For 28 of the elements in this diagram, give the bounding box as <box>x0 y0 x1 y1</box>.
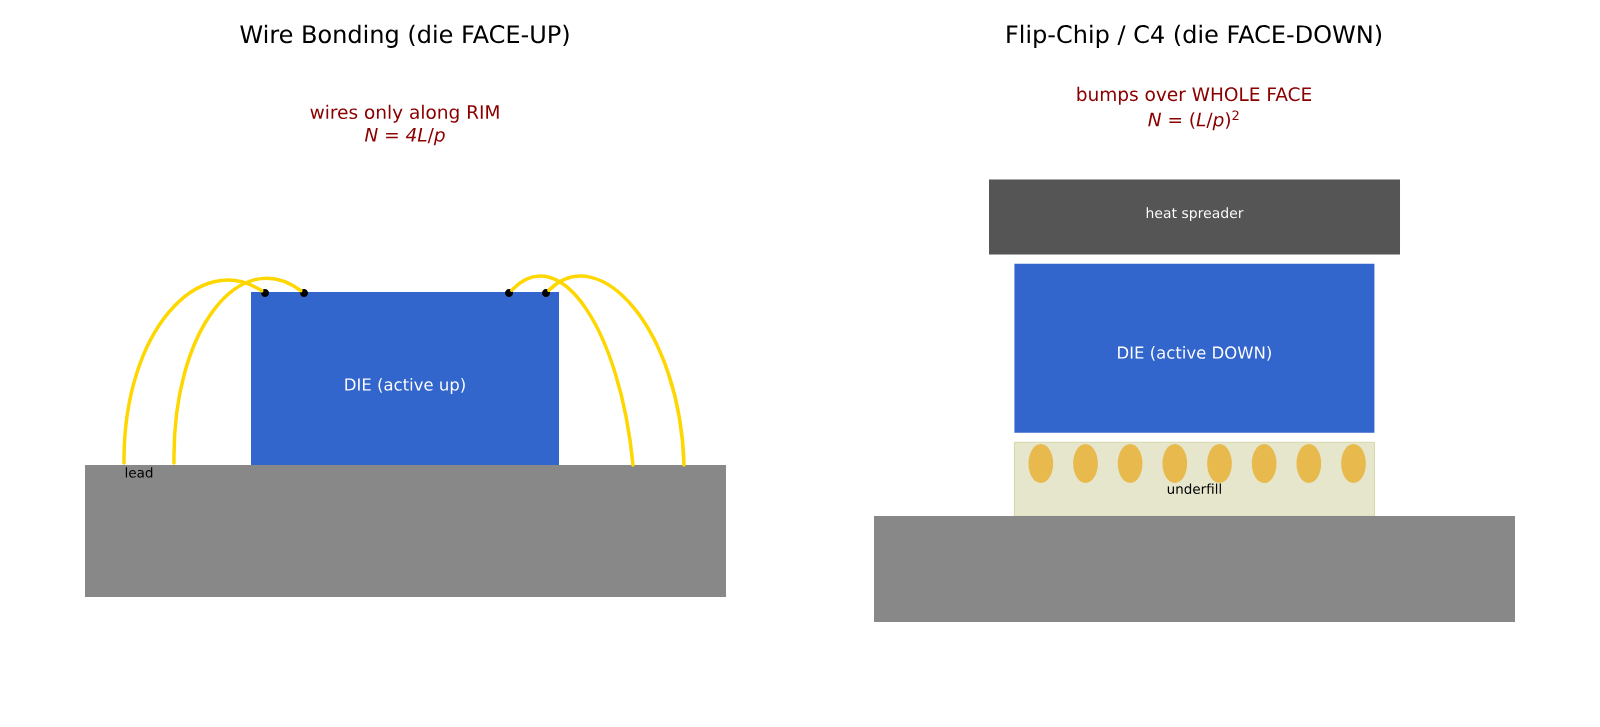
die-block: DIE (active up) <box>251 292 559 465</box>
solder-bump <box>1296 444 1322 484</box>
solder-bump <box>1341 444 1366 484</box>
solder-bump <box>1117 444 1143 484</box>
solder-bump <box>1162 444 1188 484</box>
heat-spreader-block: heat spreader <box>989 179 1400 255</box>
bond-wire <box>510 274 635 467</box>
substrate-block <box>85 465 726 597</box>
solder-bump <box>1073 444 1098 484</box>
bond-wire <box>547 274 686 467</box>
solder-bump <box>1251 444 1277 484</box>
formula-text: N = (L/p)$^{2}$ <box>1148 110 1239 131</box>
bond-pad <box>300 289 308 297</box>
die-block: DIE (active DOWN) <box>1014 263 1375 433</box>
bond-wire <box>172 276 303 465</box>
part-label: lead <box>125 467 153 478</box>
panel-title: Wire Bonding (die FACE-UP) <box>240 24 569 48</box>
solder-bump <box>1028 444 1054 484</box>
panel-title: Flip-Chip / C4 (die FACE-DOWN) <box>1007 24 1382 48</box>
substrate-block <box>874 516 1515 622</box>
note-text: wires only along RIM <box>310 104 499 123</box>
bond-pad <box>261 289 269 297</box>
formula-text: N = 4L/p <box>364 128 445 146</box>
solder-bump <box>1207 444 1232 484</box>
bond-pad <box>542 289 550 297</box>
note-text: bumps over WHOLE FACE <box>1077 86 1312 105</box>
bond-pad <box>505 289 513 297</box>
bond-wire <box>122 278 264 465</box>
